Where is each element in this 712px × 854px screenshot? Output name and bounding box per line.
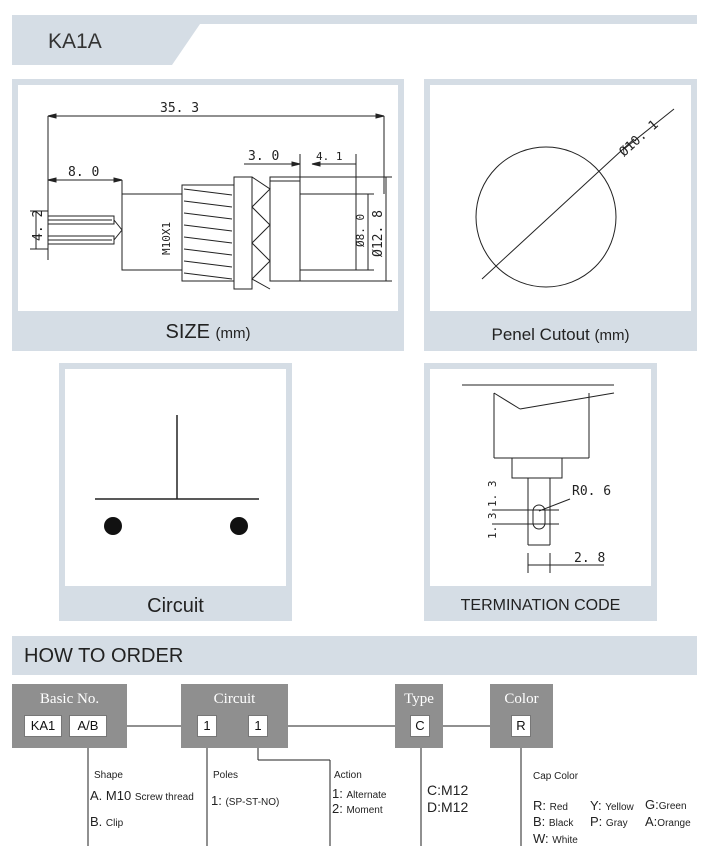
- shape-a-key: A.: [90, 788, 103, 803]
- dim-bezel: 3. 0: [248, 149, 279, 164]
- termination-dim-a: 1. 3: [486, 481, 499, 508]
- shape-a: A. M10 Screw thread: [90, 788, 194, 803]
- cap-gray: P: Gray: [590, 814, 628, 829]
- cap-color-title: Cap Color: [533, 771, 579, 782]
- cutout-panel: Ø10. 1 Penel Cutout (mm): [424, 79, 697, 351]
- size-caption-label: SIZE: [165, 321, 210, 343]
- termination-dim-b: 1. 3: [486, 513, 499, 540]
- cap-yellow-value: Yellow: [605, 802, 634, 813]
- basic-no-label: Basic No.: [39, 691, 100, 707]
- cap-white-value: White: [552, 835, 578, 846]
- action-moment: 2: Moment: [332, 801, 383, 816]
- cap-green-value: Green: [658, 801, 687, 812]
- shape-b-key: B.: [90, 814, 103, 829]
- title-bar: KA1A: [12, 15, 697, 65]
- cutout-caption-label: Penel Cutout: [491, 325, 590, 344]
- circuit-label: Circuit: [213, 691, 256, 707]
- dim-thread: M10X1: [160, 222, 173, 255]
- code-color: R: [511, 715, 531, 737]
- action-k2: 2:: [332, 801, 343, 816]
- type-label: Type: [404, 691, 434, 707]
- termination-drawing: R0. 6 1. 3 1. 3 2. 8: [462, 384, 615, 573]
- action-k1: 1:: [332, 786, 343, 801]
- type-option-c: C:M12: [427, 782, 469, 798]
- cap-red: R: Red: [533, 798, 568, 813]
- shape-title: Shape: [94, 770, 123, 781]
- poles-key: 1:: [211, 793, 222, 808]
- cap-gray-value: Gray: [605, 818, 628, 829]
- poles-value: (SP-ST-NO): [225, 797, 280, 808]
- cap-yellow-key: Y:: [590, 798, 602, 813]
- code-action: 1: [248, 715, 268, 737]
- code-shape: A/B: [69, 715, 107, 737]
- dim-bezel-diameter: Ø12. 8: [371, 210, 386, 257]
- circuit-panel: Circuit: [59, 363, 292, 621]
- dim-terminal-height: 4. 2: [31, 210, 46, 241]
- cutout-diameter: Ø10. 1: [617, 117, 662, 160]
- shape-a-sub: Screw thread: [134, 792, 194, 803]
- how-to-order-bar: HOW TO ORDER: [12, 636, 697, 675]
- cap-red-value: Red: [549, 802, 568, 813]
- action-v1: Alternate: [346, 790, 387, 801]
- cap-orange-key: A:: [645, 814, 658, 829]
- cap-black: B: Black: [533, 814, 573, 829]
- cap-orange: A:Orange: [645, 814, 691, 829]
- action-v2: Moment: [346, 805, 383, 816]
- shape-b-sub: Clip: [105, 818, 124, 829]
- cap-white: W: White: [533, 831, 578, 846]
- contact-left: [104, 517, 122, 535]
- cutout-drawing: Ø10. 1: [475, 108, 675, 288]
- cutout-caption-unit: (mm): [594, 327, 630, 344]
- termination-width: 2. 8: [574, 551, 605, 566]
- type-option-d: D:M12: [427, 799, 469, 815]
- size-drawing: 35. 3 8. 0 4. 2 M10X1 3. 0 4. 1 Ø8. 0 Ø1…: [30, 101, 392, 290]
- action-title: Action: [334, 770, 362, 781]
- contact-right: [230, 517, 248, 535]
- size-caption-unit: (mm): [215, 325, 251, 342]
- action-alternate: 1: Alternate: [332, 786, 387, 801]
- circuit-drawing: [95, 415, 259, 535]
- size-panel: 35. 3 8. 0 4. 2 M10X1 3. 0 4. 1 Ø8. 0 Ø1…: [12, 79, 404, 351]
- dim-overall: 35. 3: [160, 101, 199, 116]
- color-label: Color: [504, 691, 539, 707]
- product-title: KA1A: [48, 30, 102, 53]
- shape-b: B. Clip: [90, 814, 123, 829]
- how-to-order-heading: HOW TO ORDER: [24, 645, 184, 667]
- termination-radius: R0. 6: [572, 484, 611, 499]
- dim-terminal-length: 8. 0: [68, 165, 99, 180]
- poles-title: Poles: [213, 770, 239, 781]
- cap-green: G:Green: [645, 797, 687, 812]
- cap-red-key: R:: [533, 798, 546, 813]
- cap-black-value: Black: [548, 818, 574, 829]
- cap-gray-key: P:: [590, 814, 603, 829]
- circuit-caption: Circuit: [147, 595, 204, 617]
- termination-panel: R0. 6 1. 3 1. 3 2. 8 TERMINATION CODE: [424, 363, 657, 621]
- code-type: C: [410, 715, 430, 737]
- size-caption: SIZE (mm): [12, 321, 404, 344]
- cap-yellow: Y: Yellow: [590, 798, 634, 813]
- order-connectors: [87, 725, 522, 846]
- code-ka1: KA1: [24, 715, 62, 737]
- poles-option: 1: (SP-ST-NO): [211, 793, 279, 808]
- shape-a-main: M10: [105, 788, 132, 803]
- cap-white-key: W:: [533, 831, 549, 846]
- dim-cap-diameter: Ø8. 0: [354, 214, 367, 247]
- cutout-caption: Penel Cutout (mm): [424, 325, 697, 345]
- cap-green-key: G:: [645, 797, 659, 812]
- dim-cap-offset: 4. 1: [316, 150, 343, 163]
- cap-orange-value: Orange: [657, 818, 691, 829]
- cap-black-key: B:: [533, 814, 546, 829]
- termination-caption: TERMINATION CODE: [460, 597, 621, 614]
- title-bar-shape: [12, 15, 697, 65]
- code-poles: 1: [197, 715, 217, 737]
